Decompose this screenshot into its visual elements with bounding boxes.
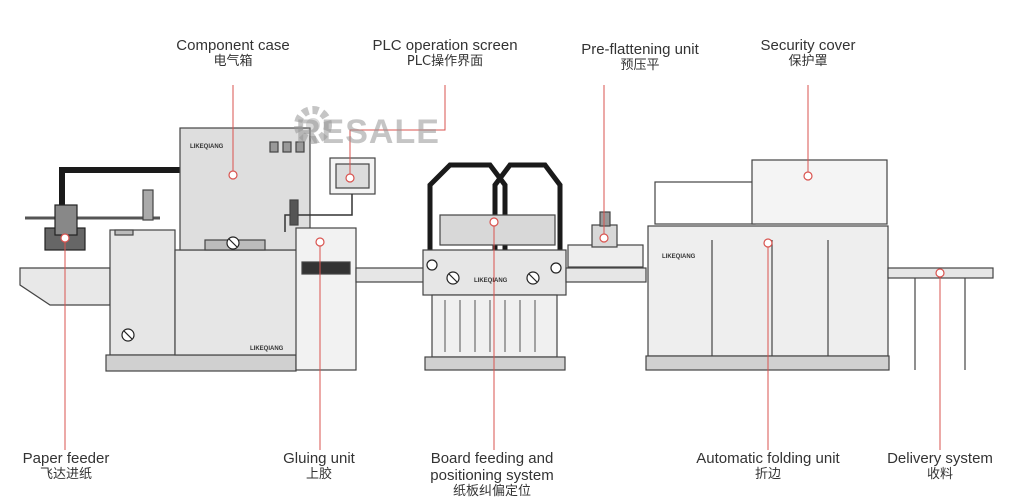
brand-mark-body: LIKEQIANG — [250, 346, 284, 352]
brand-mark-case: LIKEQIANG — [190, 144, 224, 150]
label-component-case: Component case 电气箱 — [176, 37, 290, 69]
watermark-text: RESALE — [296, 113, 440, 151]
brand-mark-folding: LIKEQIANG — [662, 254, 696, 260]
brand-marks: LIKEQIANG LIKEQIANG LIKEQIANG LIKEQIANG — [190, 144, 696, 352]
gear-icon — [294, 106, 332, 144]
label-paper-feeder: Paper feeder 飞达进纸 — [22, 450, 110, 482]
paper-feeder-machine — [19, 167, 298, 372]
label-pre-flattening: Pre-flattening unit 预压平 — [581, 41, 699, 73]
label-security-cover: Security cover 保护罩 — [760, 37, 856, 69]
leader-dots — [60, 170, 945, 278]
label-auto-folding: Automatic folding unit 折边 — [696, 450, 840, 482]
folding-unit-machine — [645, 159, 994, 371]
label-delivery: Delivery system 收料 — [887, 450, 993, 482]
brand-mark-board: LIKEQIANG — [474, 278, 508, 284]
safety-badges — [121, 236, 562, 342]
label-board-feeding: Board feeding and positioning system 纸板纠… — [430, 450, 554, 499]
gluing-unit-box — [295, 227, 425, 371]
leader-lines — [64, 85, 941, 450]
plc-screen-unit — [284, 157, 376, 232]
label-gluing-unit: Gluing unit 上胶 — [283, 450, 355, 482]
label-plc-screen: PLC operation screen PLC操作界面 — [372, 37, 518, 69]
